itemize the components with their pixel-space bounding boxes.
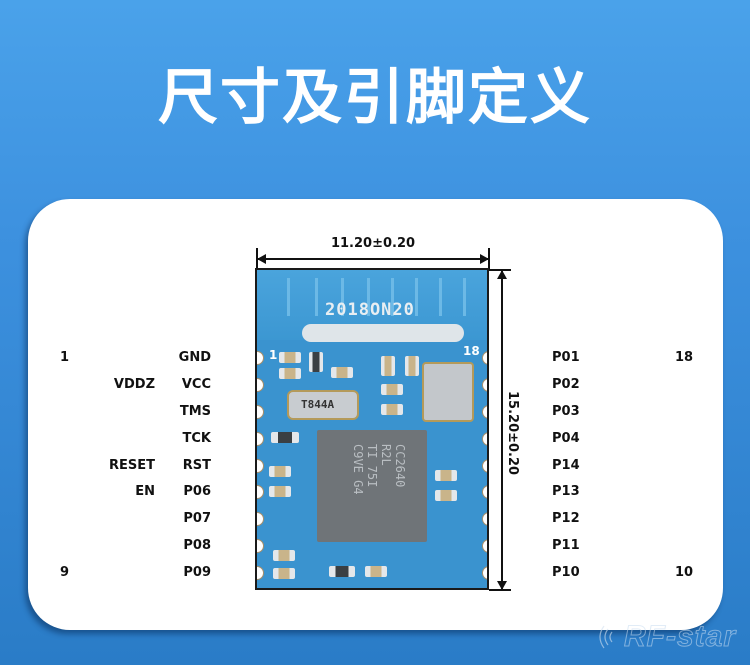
dim-width-label: 11.20±0.20 bbox=[330, 236, 416, 251]
arrow-right-icon bbox=[480, 254, 489, 264]
dim-height-tick-top bbox=[489, 269, 511, 271]
pin1-marker: 1 bbox=[269, 348, 278, 362]
pin-name: P02 bbox=[552, 377, 580, 392]
pin-name: GND bbox=[178, 350, 211, 365]
pin-name: P07 bbox=[183, 511, 211, 526]
pin-name: P04 bbox=[552, 431, 580, 446]
arrow-up-icon bbox=[497, 270, 507, 279]
dim-height-label: 15.20±0.20 bbox=[505, 391, 520, 476]
date-code: 2018ON20 bbox=[325, 300, 415, 320]
crystal-large bbox=[422, 362, 474, 422]
pin-name: P09 bbox=[183, 565, 211, 580]
page-title: 尺寸及引脚定义 bbox=[158, 63, 592, 133]
wifi-signal-icon bbox=[599, 625, 613, 649]
arrow-left-icon bbox=[257, 254, 266, 264]
pin-name: RST bbox=[182, 458, 211, 473]
label-bar bbox=[302, 324, 464, 342]
pin-name: P01 bbox=[552, 350, 580, 365]
pin18-marker: 18 bbox=[463, 344, 480, 358]
crystal-small: T844A bbox=[287, 390, 359, 420]
pin-name: P03 bbox=[552, 404, 580, 419]
chip-marking: CC2640 R2L TI 75I C9VE G4 bbox=[351, 444, 407, 495]
arrow-down-icon bbox=[497, 581, 507, 590]
dim-height-line bbox=[501, 270, 503, 590]
pin-name: VCC bbox=[181, 377, 211, 392]
pin-name: TMS bbox=[179, 404, 211, 419]
ic-chip: CC2640 R2L TI 75I C9VE G4 bbox=[317, 430, 427, 542]
module-pcb: 2018ON20 1 18 T844A CC2640 R2L TI 75I C9… bbox=[255, 268, 489, 590]
pin-alt-name: RESET bbox=[108, 458, 155, 473]
pin-alt-name: VDDZ bbox=[113, 377, 155, 392]
watermark-logo: RF-star bbox=[623, 620, 737, 654]
pin-number: 18 bbox=[675, 350, 694, 365]
dim-width-line bbox=[257, 258, 489, 260]
pin-name: P06 bbox=[183, 484, 211, 499]
pin-number: 9 bbox=[60, 565, 70, 580]
pin-name: TCK bbox=[182, 431, 211, 446]
pin-name: P12 bbox=[552, 511, 580, 526]
pin-name: P14 bbox=[552, 458, 580, 473]
dim-width-tick-left bbox=[256, 248, 258, 270]
pin-name: P11 bbox=[552, 538, 580, 553]
pin-name: P10 bbox=[552, 565, 580, 580]
pin-name: P13 bbox=[552, 484, 580, 499]
pin-number: 10 bbox=[675, 565, 694, 580]
pin-number: 1 bbox=[60, 350, 70, 365]
pin-alt-name: EN bbox=[135, 484, 155, 499]
pin-name: P08 bbox=[183, 538, 211, 553]
